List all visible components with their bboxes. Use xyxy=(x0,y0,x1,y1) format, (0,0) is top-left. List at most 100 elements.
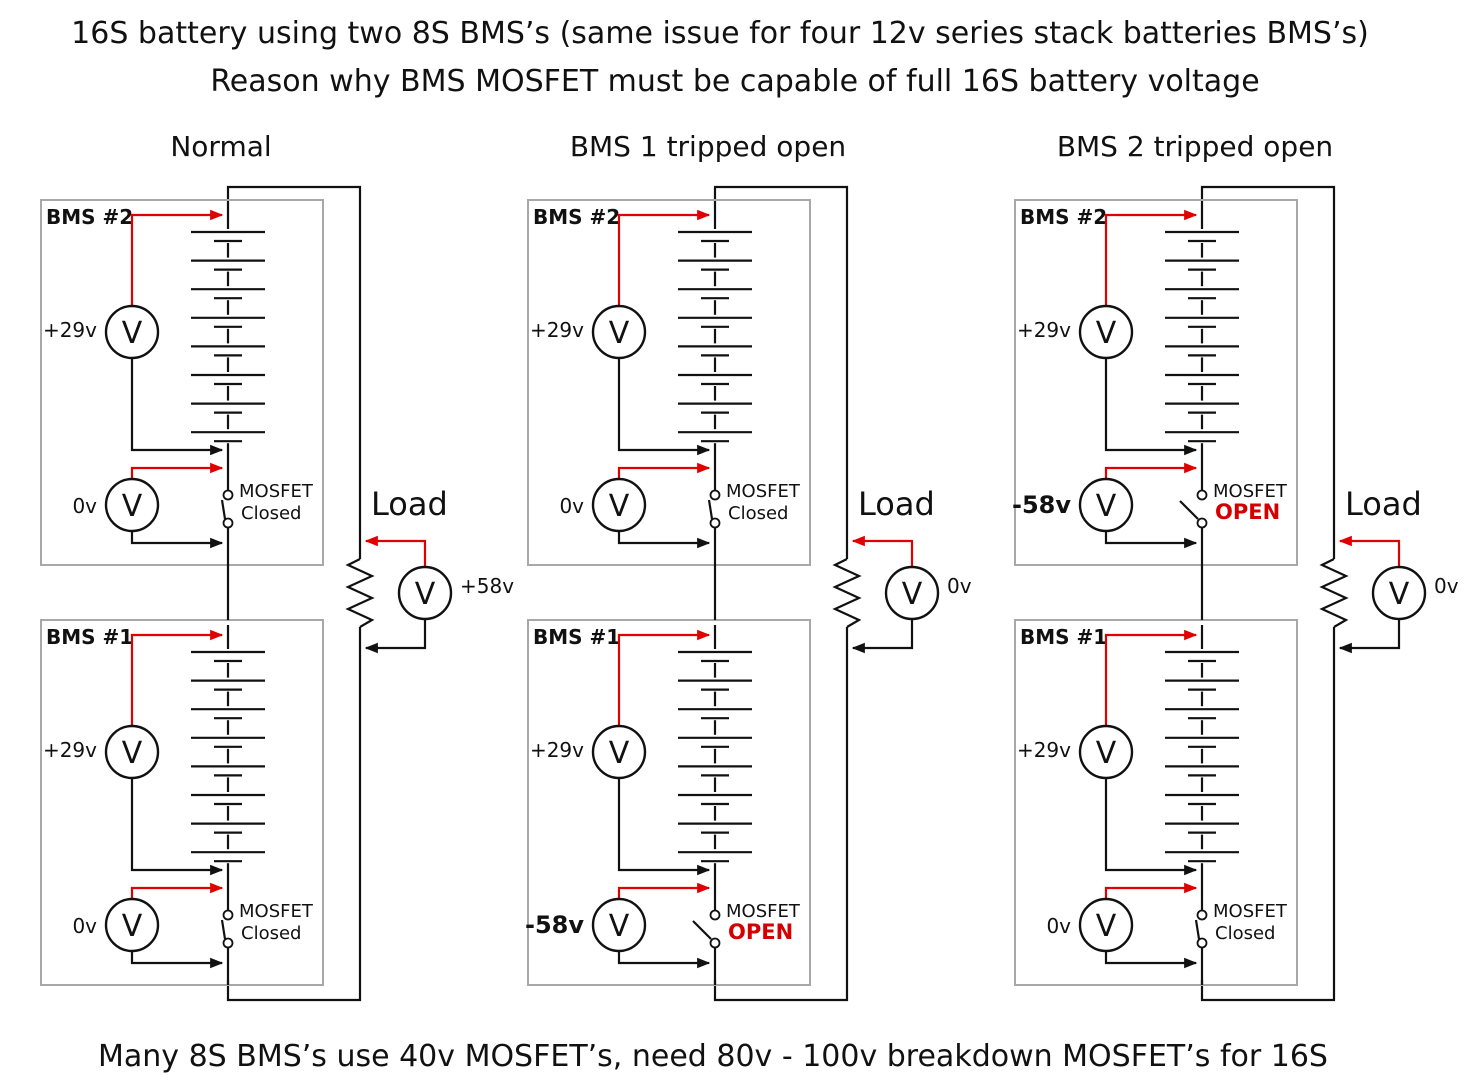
switch-blade-closed xyxy=(1194,919,1201,940)
mosfet-probe-positive xyxy=(130,882,224,898)
battery-cell xyxy=(188,429,268,444)
load-probe-positive xyxy=(1338,535,1401,566)
mosfet-state: Closed xyxy=(241,503,301,524)
pack-probe-positive xyxy=(130,629,224,725)
title-line-1: 16S battery using two 8S BMS’s (same iss… xyxy=(71,16,1369,51)
mosfet-label: MOSFET xyxy=(1213,481,1288,502)
voltmeter-symbol: V xyxy=(122,909,143,944)
mosfet-reading: 0v xyxy=(72,494,97,518)
load-probe-negative xyxy=(364,620,427,654)
voltmeter-symbol: V xyxy=(1096,489,1117,524)
mosfet-state: OPEN xyxy=(1215,500,1280,524)
load-reading: 0v xyxy=(947,574,972,598)
mosfet-label: MOSFET xyxy=(1213,901,1288,922)
mosfet-reading: 0v xyxy=(559,494,584,518)
load-probe-negative xyxy=(1338,620,1401,654)
voltmeter-symbol: V xyxy=(902,577,923,612)
mosfet-probe-positive xyxy=(1104,882,1198,898)
battery-cell xyxy=(1162,792,1242,806)
battery-cell xyxy=(188,229,268,243)
battery-cell xyxy=(1162,400,1242,415)
battery-cell xyxy=(1162,229,1242,243)
battery-cell xyxy=(188,257,268,272)
voltmeter-symbol: V xyxy=(609,909,630,944)
panel-title: BMS 2 tripped open xyxy=(1057,130,1333,163)
mosfet-reading: -58v xyxy=(1012,491,1071,519)
voltmeter-symbol: V xyxy=(1096,736,1117,771)
switch-blade-open xyxy=(692,920,712,940)
voltmeter-symbol: V xyxy=(609,736,630,771)
load-probe-positive xyxy=(851,535,914,566)
load-resistor xyxy=(832,558,862,628)
battery-cell xyxy=(1162,649,1242,663)
load-probe-negative xyxy=(851,620,914,654)
battery-cell xyxy=(188,314,268,329)
voltmeter-symbol: V xyxy=(122,316,143,351)
bms-box xyxy=(527,199,811,566)
battery-cell xyxy=(675,734,755,749)
bms-label: BMS #2 xyxy=(1020,205,1107,229)
battery-cell xyxy=(675,372,755,386)
battery-cell xyxy=(188,286,268,301)
mosfet-label: MOSFET xyxy=(726,901,801,922)
battery-cell xyxy=(1162,343,1242,358)
switch-contact-top xyxy=(709,909,721,921)
switch-contact-bottom xyxy=(1196,937,1208,949)
load-reading: +58v xyxy=(460,574,514,598)
load-label: Load xyxy=(1345,485,1422,523)
switch-contact-bottom xyxy=(1196,517,1208,529)
mosfet-voltmeter xyxy=(104,897,160,953)
battery-cell xyxy=(1162,849,1242,864)
pack-voltmeter xyxy=(591,304,647,360)
battery-cell xyxy=(675,792,755,806)
battery-cell xyxy=(675,257,755,272)
voltmeter-symbol: V xyxy=(1096,316,1117,351)
mosfet-reading: 0v xyxy=(1046,914,1071,938)
bms-box xyxy=(40,199,324,566)
switch-contact-top xyxy=(709,489,721,501)
voltmeter-symbol: V xyxy=(415,577,436,612)
battery-cell xyxy=(188,849,268,864)
pack-probe-negative xyxy=(1104,779,1198,876)
footer-note: Many 8S BMS’s use 40v MOSFET’s, need 80v… xyxy=(98,1039,1328,1074)
battery-cell xyxy=(675,649,755,663)
battery-cell xyxy=(675,820,755,835)
battery-cell xyxy=(675,763,755,778)
battery-cell xyxy=(188,734,268,749)
load-voltmeter xyxy=(884,565,940,621)
mosfet-state: Closed xyxy=(728,503,788,524)
switch-contact-bottom xyxy=(709,937,721,949)
switch-contact-bottom xyxy=(709,517,721,529)
bms-box xyxy=(1014,199,1298,566)
battery-cell xyxy=(675,314,755,329)
switch-contact-top xyxy=(222,909,234,921)
voltmeter-symbol: V xyxy=(122,736,143,771)
mosfet-voltmeter xyxy=(1078,477,1134,533)
battery-cell xyxy=(675,343,755,358)
pack-probe-negative xyxy=(130,359,224,456)
battery-cell xyxy=(188,792,268,806)
load-resistor xyxy=(1319,558,1349,628)
battery-cell xyxy=(1162,763,1242,778)
battery-cell xyxy=(1162,257,1242,272)
pack-probe-negative xyxy=(617,359,711,456)
mosfet-probe-negative xyxy=(617,532,711,549)
pack-voltmeter xyxy=(591,724,647,780)
pack-reading: +29v xyxy=(43,318,97,342)
battery-cell xyxy=(1162,429,1242,444)
switch-contact-top xyxy=(222,489,234,501)
battery-cell xyxy=(188,706,268,721)
mosfet-probe-positive xyxy=(617,882,711,898)
voltmeter-symbol: V xyxy=(1096,909,1117,944)
voltmeter-symbol: V xyxy=(609,489,630,524)
pack-probe-negative xyxy=(130,779,224,876)
battery-cell xyxy=(675,429,755,444)
battery-cell xyxy=(675,400,755,415)
